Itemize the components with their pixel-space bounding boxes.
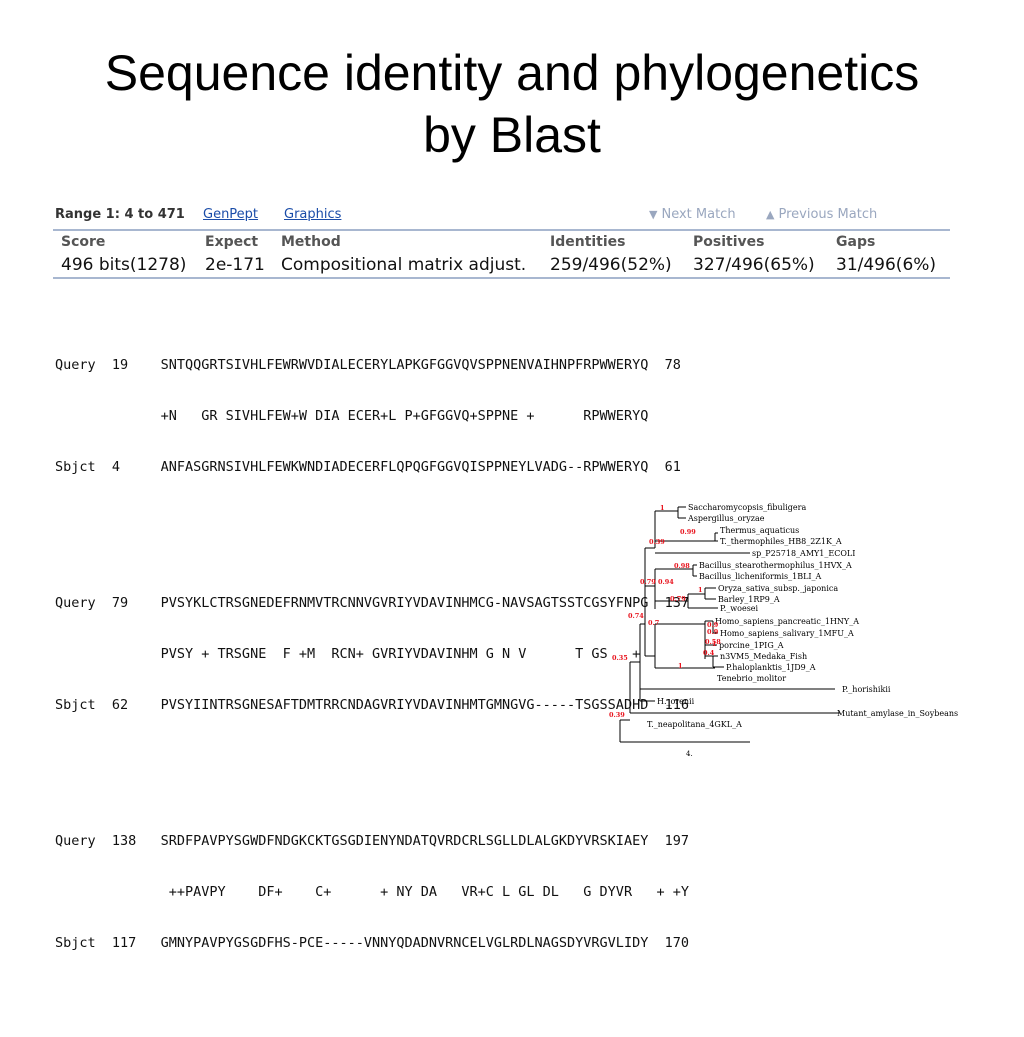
leaf-label: P.haloplanktis_1JD9_A bbox=[726, 663, 816, 672]
support-value: 0.9 bbox=[707, 628, 719, 636]
support-value: 0.9 bbox=[707, 621, 719, 629]
support-value: 0.4 bbox=[703, 649, 715, 657]
slide-title: Sequence identity and phylogenetics by B… bbox=[0, 42, 1024, 166]
support-value: 0.74 bbox=[628, 612, 644, 620]
support-value: 1 bbox=[712, 640, 717, 648]
range-label: Range 1: 4 to 471 bbox=[55, 207, 185, 222]
leaf-label: n3VM5_Medaka_Fish bbox=[720, 652, 807, 661]
query-line: Query 19 SNTQQGRTSIVHLFEWRWVDIALECERYLAP… bbox=[55, 357, 681, 373]
leaf-label: Oryza_sativa_subsp._japonica bbox=[718, 584, 838, 593]
value-identities: 259/496(52%) bbox=[550, 255, 672, 275]
range-bar: Range 1: 4 to 471 GenPept Graphics ▼Next… bbox=[53, 203, 953, 227]
graphics-link[interactable]: Graphics bbox=[284, 207, 342, 222]
leaf-label: Saccharomycopsis_fibuligera bbox=[688, 503, 806, 512]
support-value: 0.79 bbox=[670, 595, 686, 603]
support-value: 0.94 bbox=[658, 578, 674, 586]
blast-result-panel: Range 1: 4 to 471 GenPept Graphics ▼Next… bbox=[53, 203, 953, 951]
leaf-label: Barley_1RP9_A bbox=[718, 595, 780, 604]
match-line: +N GR SIVHLFEW+W DIA ECER+L P+GFGGVQ+SPP… bbox=[55, 408, 649, 424]
support-value: 0.98 bbox=[674, 562, 690, 570]
support-value: 0.39 bbox=[609, 711, 625, 719]
alignment-segment: Query 79 PVSYKLCTRSGNEDEFRNMVTRCNNVGVRIY… bbox=[55, 561, 689, 748]
phylogenetic-tree: Saccharomycopsis_fibuligera Aspergillus_… bbox=[609, 503, 958, 758]
leaf-label: Aspergillus_oryzae bbox=[687, 514, 765, 523]
score-table: Score Expect Method Identities Positives… bbox=[53, 229, 950, 279]
support-value: 1 bbox=[678, 662, 683, 670]
title-line-2: by Blast bbox=[423, 107, 601, 163]
triangle-down-icon: ▼ bbox=[649, 208, 658, 221]
value-method: Compositional matrix adjust. bbox=[281, 255, 527, 275]
value-score: 496 bits(1278) bbox=[61, 255, 187, 275]
value-gaps: 31/496(6%) bbox=[836, 255, 937, 275]
tree-branches bbox=[619, 506, 840, 743]
query-line: Query 138 SRDFPAVPYSGWDFNDGKCKTGSGDIENYN… bbox=[55, 833, 689, 849]
support-value: 0.99 bbox=[680, 528, 696, 536]
next-match-label: Next Match bbox=[661, 207, 736, 222]
match-line: ++PAVPY DF+ C+ + NY DA VR+C L GL DL G DY… bbox=[55, 884, 689, 900]
alignment-block: Query 19 SNTQQGRTSIVHLFEWRWVDIALECERYLAP… bbox=[55, 289, 689, 1037]
match-line: PVSY + TRSGNE F +M RCN+ GVRIYVDAVINHM G … bbox=[55, 646, 641, 662]
leaf-label: T._neapolitana_4GKL_A bbox=[647, 720, 742, 729]
support-value: 1 bbox=[660, 504, 665, 512]
leaf-label: Bacillus_licheniformis_1BLI_A bbox=[699, 572, 822, 581]
genpept-link[interactable]: GenPept bbox=[203, 207, 259, 222]
support-value: 1 bbox=[698, 586, 703, 594]
query-line: Query 79 PVSYKLCTRSGNEDEFRNMVTRCNNVGVRIY… bbox=[55, 595, 689, 611]
leaf-label: Tenebrio_molitor bbox=[717, 674, 786, 683]
value-positives: 327/496(65%) bbox=[693, 255, 815, 275]
previous-match-link[interactable]: ▲Previous Match bbox=[766, 207, 877, 222]
header-method: Method bbox=[281, 234, 341, 250]
next-match-link[interactable]: ▼Next Match bbox=[649, 207, 736, 222]
support-value: 0.35 bbox=[612, 654, 628, 662]
leaf-label: sp_P25718_AMY1_ECOLI bbox=[752, 549, 855, 558]
support-value: 0.79 bbox=[640, 578, 656, 586]
support-value: 0.58 bbox=[705, 638, 721, 646]
leaf-label: Thermus_aquaticus bbox=[720, 526, 799, 535]
leaf-label: Homo_sapiens_pancreatic_1HNY_A bbox=[715, 617, 859, 626]
previous-match-label: Previous Match bbox=[778, 207, 878, 222]
triangle-up-icon: ▲ bbox=[766, 208, 775, 221]
sbjct-line: Sbjct 117 GMNYPAVPYGSGDFHS-PCE-----VNNYQ… bbox=[55, 935, 689, 951]
alignment-segment: Query 19 SNTQQGRTSIVHLFEWRWVDIALECERYLAP… bbox=[55, 323, 689, 510]
leaf-label: porcine_1PIG_A bbox=[719, 641, 784, 650]
support-value: 0.7 bbox=[648, 619, 659, 627]
header-identities: Identities bbox=[550, 234, 626, 250]
sbjct-line: Sbjct 4 ANFASGRNSIVHLFEWKWNDIADECERFLQPQ… bbox=[55, 459, 681, 475]
header-score: Score bbox=[61, 234, 106, 250]
leaf-label: H._orenii bbox=[657, 697, 695, 706]
value-expect: 2e-171 bbox=[205, 255, 265, 275]
support-value: 0.39 bbox=[649, 538, 665, 546]
leaf-label: Homo_sapiens_salivary_1MFU_A bbox=[720, 629, 854, 638]
leaf-label: Mutant_amylase_in_Soybeans bbox=[837, 709, 958, 718]
sbjct-line: Sbjct 62 PVSYIINTRSGNESAFTDMTRRCNDAGVRIY… bbox=[55, 697, 689, 713]
header-expect: Expect bbox=[205, 234, 259, 250]
leaf-label: T._thermophiles_HB8_2Z1K_A bbox=[720, 537, 842, 546]
title-line-1: Sequence identity and phylogenetics bbox=[104, 45, 920, 101]
header-positives: Positives bbox=[693, 234, 765, 250]
leaf-label: P._woesei bbox=[720, 604, 759, 613]
support-values: 1 0.99 0.39 0.98 1 0.79 0.94 0.79 1 0.74… bbox=[609, 504, 721, 719]
leaf-label: Bacillus_stearothermophilus_1HVX_A bbox=[699, 561, 852, 570]
leaf-label: P._horishikii bbox=[842, 685, 891, 694]
tree-leaf-labels: Saccharomycopsis_fibuligera Aspergillus_… bbox=[647, 503, 958, 729]
alignment-segment: Query 138 SRDFPAVPYSGWDFNDGKCKTGSGDIENYN… bbox=[55, 799, 689, 986]
header-gaps: Gaps bbox=[836, 234, 876, 250]
scale-label: 4. bbox=[686, 750, 693, 758]
